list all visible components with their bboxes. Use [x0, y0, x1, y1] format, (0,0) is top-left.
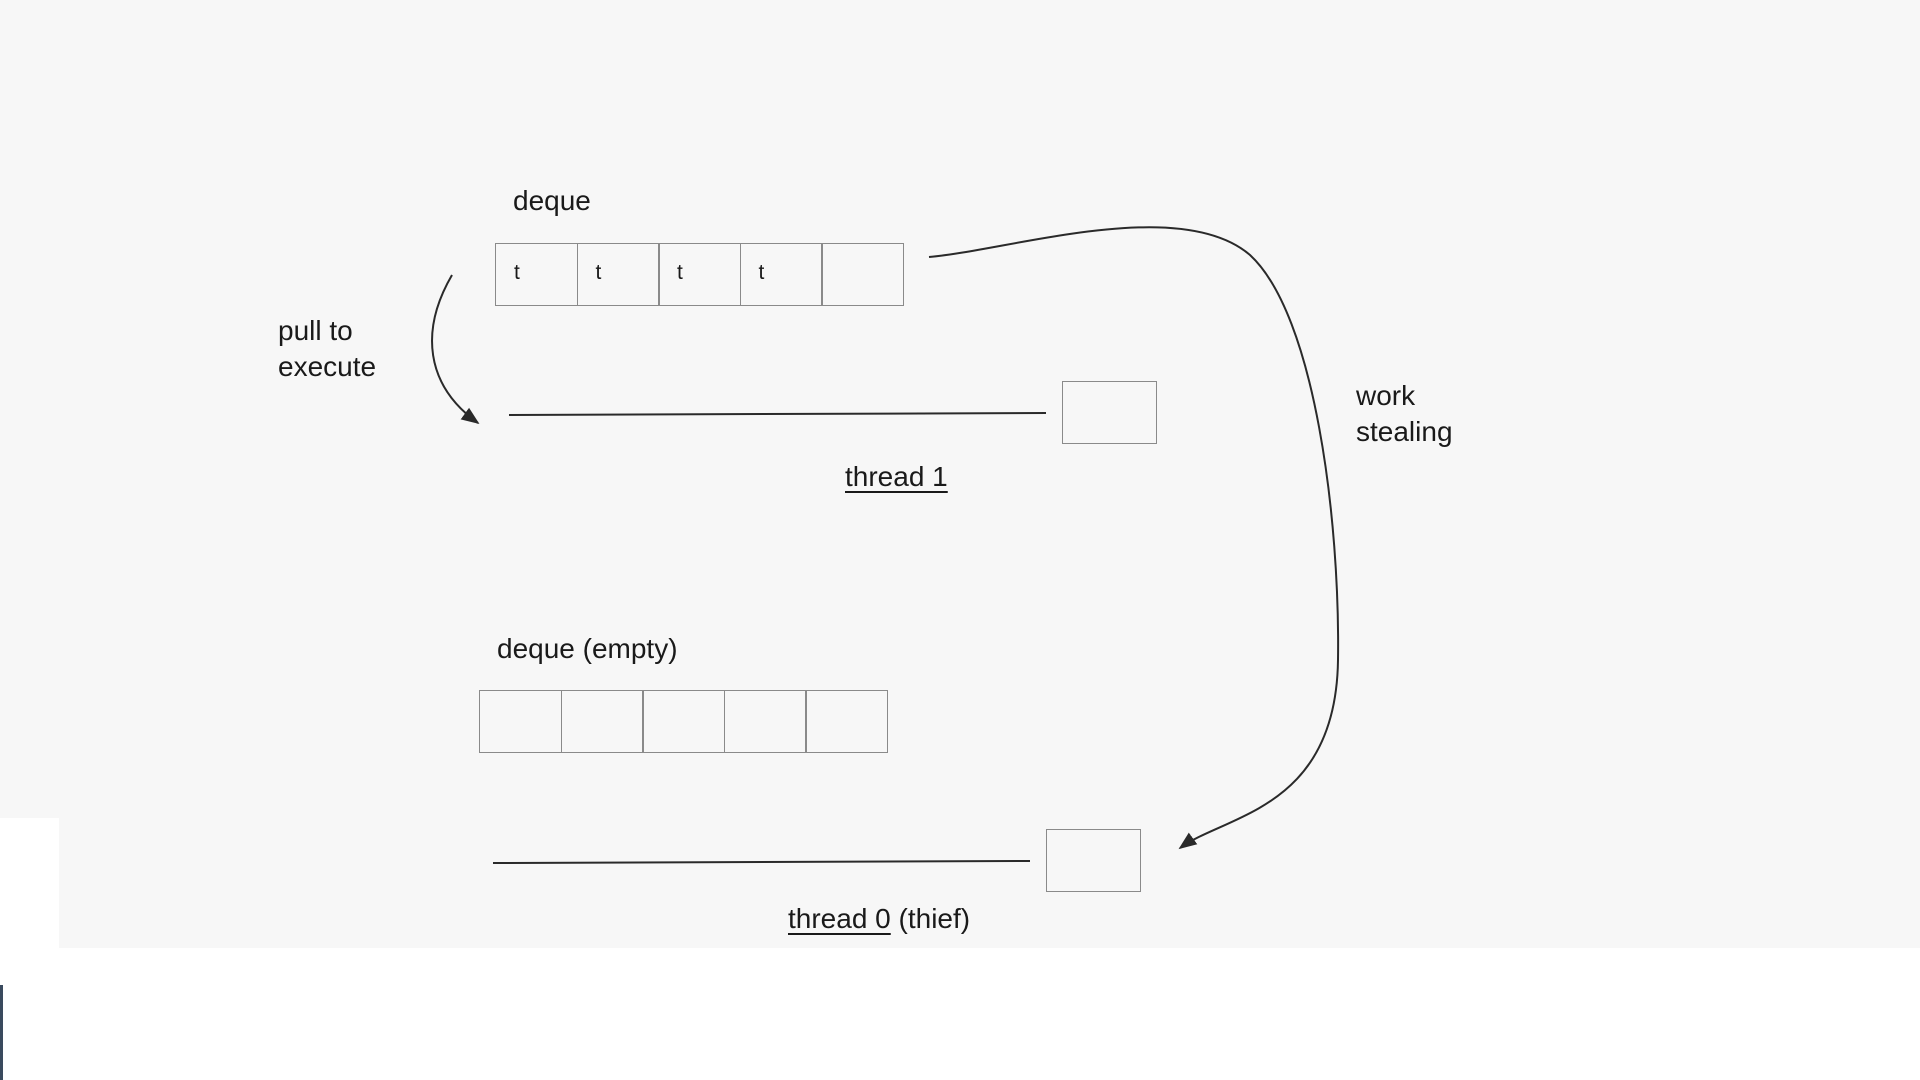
task-label: t [595, 261, 602, 284]
deque-cell [560, 690, 644, 753]
window-edge [0, 985, 3, 1080]
pull-to-execute-label: pull to execute [278, 315, 377, 382]
thread1-label: thread 1 [845, 461, 948, 492]
deque-cell [805, 690, 888, 753]
task-label: t [677, 261, 683, 284]
task-label: t [514, 261, 520, 284]
deque-cell [642, 690, 725, 753]
thread1-core-box [1062, 381, 1157, 444]
thread1-timeline [508, 412, 1047, 416]
deque-cell [723, 690, 807, 753]
work-stealing-label: work stealing [1356, 380, 1453, 447]
thread0-label: thread 0 (thief) [788, 901, 970, 937]
deque-top-label: deque [513, 185, 591, 216]
slide-canvas [0, 0, 1920, 948]
blank-region [0, 818, 59, 948]
deque-cell [479, 690, 562, 753]
thread0-core-box [1046, 829, 1141, 892]
work-stealing-arrow [928, 226, 1340, 850]
task-label: t [758, 261, 765, 284]
deque-cell: t [495, 243, 578, 306]
thread0-timeline [492, 860, 1031, 864]
deque-cell: t [658, 243, 741, 306]
deque-cell: t [739, 243, 823, 306]
pull-to-execute-arrow [431, 274, 480, 425]
deque-cell [821, 243, 904, 306]
deque-bottom-label: deque (empty) [497, 633, 678, 664]
deque-thread0 [479, 690, 888, 753]
thread0-suffix: (thief) [890, 903, 971, 934]
deque-thread1: t t t t [495, 243, 904, 306]
deque-cell: t [576, 243, 660, 306]
thread0-name: thread 0 [788, 903, 891, 934]
